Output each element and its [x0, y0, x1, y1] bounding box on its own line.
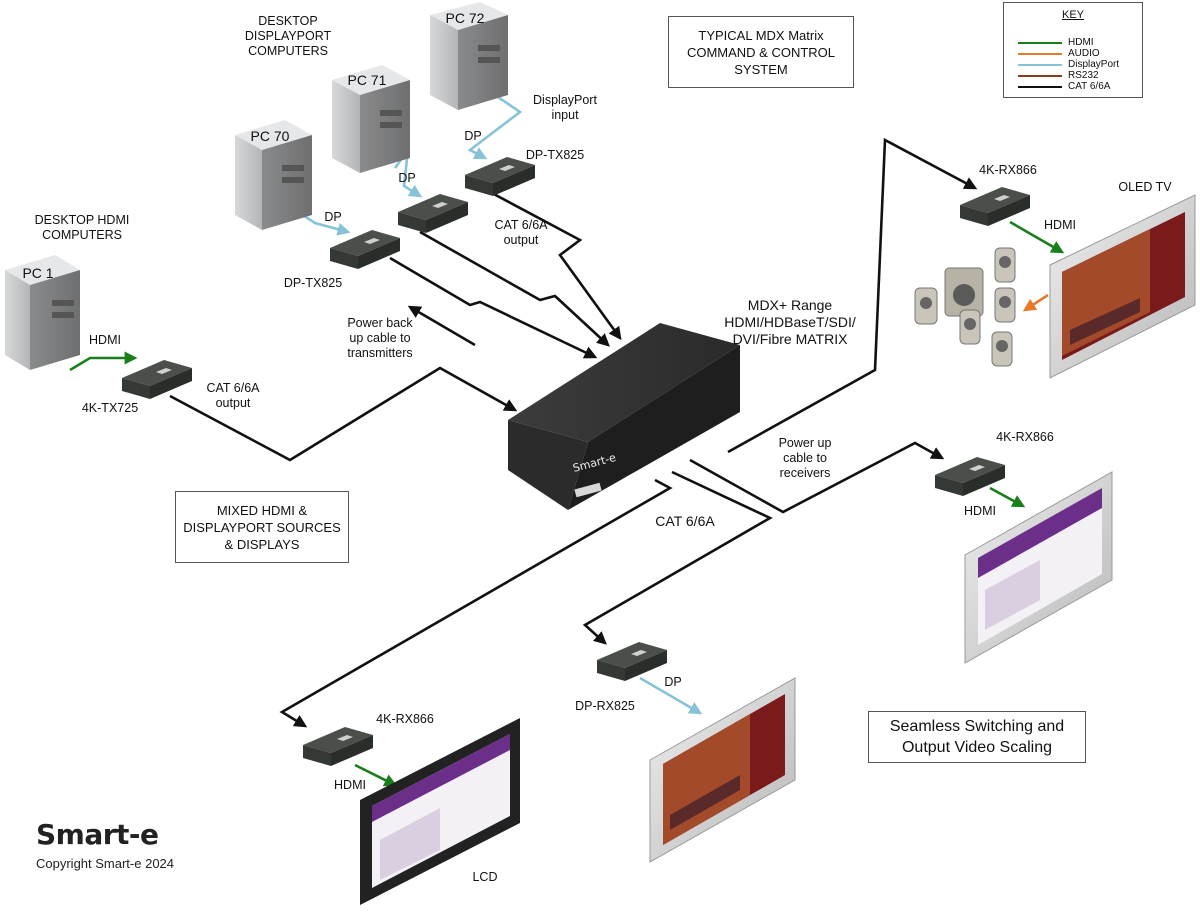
key-swatch	[1018, 86, 1062, 88]
cable-matrix-dprx	[582, 470, 773, 645]
rx866-bottom-label: 4K-RX866	[376, 712, 434, 726]
smart-e-logo: Smart-e	[36, 818, 159, 851]
key-label: CAT 6/6A	[1068, 81, 1111, 92]
key-title: KEY	[1061, 9, 1084, 21]
dptx825-pc70-device	[330, 230, 400, 269]
cable-matrix-rx-bottom	[279, 478, 673, 728]
tx725-label: 4K-TX725	[81, 401, 139, 415]
pc-1	[5, 255, 80, 370]
key-item: RS232	[1018, 70, 1138, 81]
speakers	[914, 247, 1016, 367]
hdmi-lead-top	[1009, 220, 1065, 254]
cat-main-label: CAT 6/6A	[655, 513, 715, 529]
key-swatch	[1018, 42, 1062, 44]
rx866-top-device	[960, 187, 1030, 226]
dp-pc71-label: DP	[398, 171, 416, 185]
tx725-device	[122, 360, 192, 399]
lcd-display	[360, 718, 520, 905]
power-up-label: Power up cable to receivers	[778, 436, 832, 480]
hdmi-lead-mid	[989, 486, 1026, 508]
pc-71	[332, 65, 410, 173]
pc-71-label: PC 71	[347, 72, 387, 88]
rx866-mid-label: 4K-RX866	[996, 430, 1054, 444]
extenders	[122, 157, 1030, 766]
matrix-label: MDX+ Range HDMI/HDBaseT/SDI/ DVI/Fibre M…	[724, 297, 856, 347]
group-hdmi-computers: DESKTOP HDMI COMPUTERS	[34, 213, 130, 242]
cable-dptx70-matrix	[389, 256, 598, 359]
dp-lead-out	[639, 676, 703, 715]
key-item: DisplayPort	[1018, 59, 1138, 70]
cat-output-1-label: CAT 6/6A output	[206, 381, 260, 410]
display-dp	[649, 677, 796, 863]
feature-box: Seamless Switching and Output Video Scal…	[868, 711, 1086, 763]
hdmi-lead-bottom	[354, 763, 398, 787]
hdmi-bottom-label: HDMI	[334, 778, 366, 792]
rx866-top-label: 4K-RX866	[979, 163, 1037, 177]
pc-72-label: PC 72	[445, 10, 485, 26]
key-label: AUDIO	[1068, 48, 1100, 59]
cable-matrix-rx-top	[727, 137, 978, 454]
display-mid	[964, 471, 1113, 664]
oled-tv-label: OLED TV	[1118, 180, 1172, 194]
title-box: TYPICAL MDX Matrix COMMAND & CONTROL SYS…	[668, 16, 854, 88]
cable-tx725-matrix	[169, 366, 518, 462]
key-item: AUDIO	[1018, 48, 1138, 59]
oled-tv	[1049, 194, 1196, 379]
rx866-mid-device	[935, 457, 1005, 496]
hdmi-top-label: HDMI	[1044, 218, 1076, 232]
dp-out-label: DP	[664, 675, 682, 689]
lcd-label: LCD	[472, 870, 498, 884]
pc-70-label: PC 70	[250, 128, 290, 144]
audio-lead	[1022, 293, 1049, 312]
key-swatch	[1018, 64, 1062, 66]
cable-power-back	[407, 305, 476, 347]
dp-pc70-label: DP	[324, 210, 342, 224]
hdmi-pc1-label: HDMI	[89, 333, 121, 347]
dprx825-device	[597, 642, 667, 681]
dprx825-label: DP-RX825	[575, 699, 635, 713]
power-back-label: Power back up cable to transmitters	[347, 316, 413, 360]
pc-72	[430, 2, 508, 110]
dp-pc72-label: DP	[464, 129, 482, 143]
hdmi-mid-label: HDMI	[964, 504, 996, 518]
key-label: RS232	[1068, 70, 1099, 81]
key-item: HDMI	[1018, 37, 1138, 48]
key-label: DisplayPort	[1068, 59, 1120, 70]
cat-output-2-label: CAT 6/6A output	[494, 218, 548, 247]
key-swatch	[1018, 75, 1062, 77]
mdx-matrix	[508, 323, 740, 510]
cable-matrix-rx-mid	[689, 441, 945, 514]
key-label: HDMI	[1068, 37, 1094, 48]
hdmi-lead-pc1	[69, 351, 138, 372]
pc-1-label: PC 1	[22, 265, 54, 281]
dptx825-pc71-device	[398, 194, 468, 233]
cable-dptx72-matrix	[489, 190, 622, 341]
cable-dptx71-matrix	[419, 230, 610, 347]
group-dp-computers: DESKTOP DISPLAYPORT COMPUTERS	[244, 14, 332, 58]
cat-cables	[169, 137, 978, 728]
dp-input-label: DisplayPort input	[533, 93, 597, 122]
dptx825-a-label: DP-TX825	[525, 148, 585, 162]
key-swatch	[1018, 53, 1062, 55]
dp-lead-pc72	[467, 93, 523, 160]
dptx825-pc72-device	[465, 157, 535, 196]
sources-box: MIXED HDMI & DISPLAYPORT SOURCES & DISPL…	[175, 491, 349, 563]
dptx825-b-label: DP-TX825	[283, 276, 343, 290]
pc-70	[235, 120, 312, 230]
copyright-text: Copyright Smart-e 2024	[36, 856, 175, 871]
rx866-bottom-device	[303, 727, 373, 766]
key-item: CAT 6/6A	[1018, 81, 1138, 92]
